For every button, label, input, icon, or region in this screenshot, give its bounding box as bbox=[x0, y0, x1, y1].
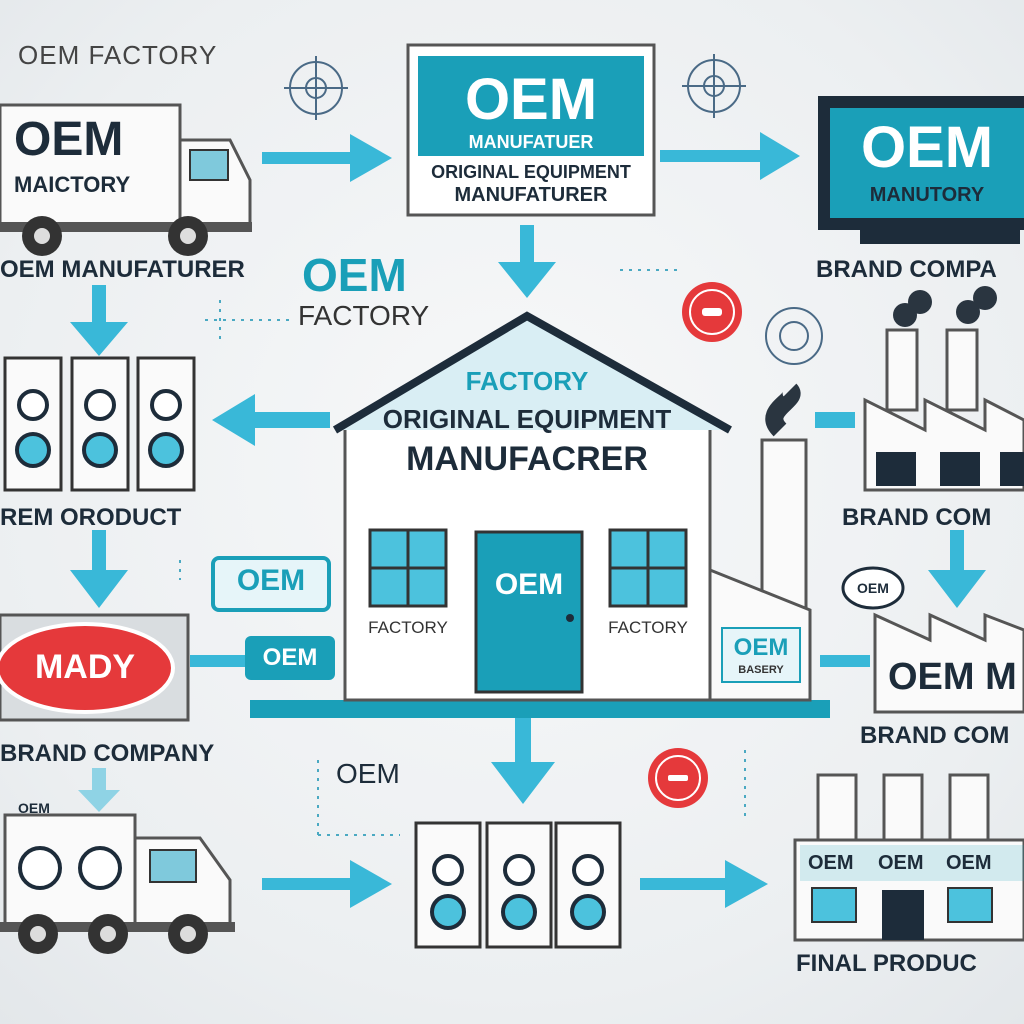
target-icon bbox=[765, 307, 823, 365]
center-sign bbox=[406, 43, 656, 217]
factory-right-mid bbox=[873, 612, 1024, 714]
monitor bbox=[818, 96, 1024, 244]
monitor-caption: BRAND COMPA bbox=[816, 256, 997, 283]
truck-top-sub: MAICTORY bbox=[14, 172, 131, 197]
monitor-sub: MANUTORY bbox=[869, 184, 985, 206]
dotted-guides bbox=[179, 269, 746, 836]
house-line2: ORIGINAL EQUIPMENT bbox=[382, 404, 672, 434]
left-small-oem-label: OEM bbox=[336, 758, 400, 789]
washing-machines-left bbox=[3, 356, 196, 492]
center-sign-line1: MANUFATUER bbox=[468, 132, 594, 152]
final-label-2: OEM bbox=[878, 852, 924, 874]
left-product-caption: REM ORODUCT bbox=[0, 504, 182, 531]
mid-label-sub: FACTORY bbox=[298, 300, 430, 331]
house-right-window-label: FACTORY bbox=[608, 618, 688, 637]
left-oem-badge-small: OEM bbox=[262, 644, 318, 671]
mady-sign-text: MADY bbox=[34, 648, 136, 686]
delivery-truck-top bbox=[0, 103, 252, 256]
final-label-1: OEM bbox=[808, 852, 854, 874]
arrow-down-center-bottom bbox=[491, 718, 555, 804]
mid-label-brand: OEM bbox=[302, 249, 407, 301]
arrow-connector-left bbox=[190, 655, 255, 667]
arrow-left-2 bbox=[815, 412, 855, 428]
red-badge-icon bbox=[682, 282, 742, 342]
arrow-connector-right bbox=[820, 655, 870, 667]
arrow-down-right-1 bbox=[928, 530, 986, 608]
truck-top-brand: OEM bbox=[14, 113, 124, 166]
final-label-3: OEM bbox=[946, 852, 992, 874]
center-sign-line3: MANUFATURER bbox=[454, 184, 608, 206]
round-oem-badge bbox=[841, 566, 905, 610]
arrow-right-bottom-2 bbox=[640, 860, 768, 908]
house-side-tag: OEM bbox=[733, 634, 789, 661]
truck-top-caption: OEM MANUFATURER bbox=[0, 256, 245, 283]
arrow-right-bottom-1 bbox=[262, 860, 392, 908]
delivery-truck-bottom bbox=[0, 813, 235, 954]
left-oem-badge: OEM bbox=[236, 564, 306, 597]
final-factory bbox=[793, 773, 1024, 942]
red-badge-icon bbox=[648, 748, 708, 808]
arrow-down-left-3 bbox=[78, 768, 120, 812]
left-brand-caption: BRAND COMPANY bbox=[0, 740, 215, 767]
round-oem-badge-text: OEM bbox=[857, 580, 889, 596]
arrow-right-2 bbox=[660, 132, 800, 180]
right-caption-2: BRAND COM bbox=[860, 722, 1010, 749]
final-caption: FINAL PRODUC bbox=[796, 950, 977, 977]
right-factory-sign: OEM M bbox=[888, 656, 1017, 698]
arrow-down-left-2 bbox=[70, 530, 128, 608]
monitor-brand: OEM bbox=[860, 115, 994, 180]
right-caption-1: BRAND COM bbox=[842, 504, 992, 531]
arrow-down-center-top bbox=[498, 225, 556, 298]
factory-house bbox=[250, 311, 830, 718]
gear-target-icon bbox=[284, 56, 348, 120]
washing-machines-center bbox=[414, 821, 622, 949]
center-sign-line2: ORIGINAL EQUIPMENT bbox=[431, 162, 631, 182]
truck-bottom-tag: OEM bbox=[18, 800, 50, 816]
house-line1: FACTORY bbox=[465, 366, 589, 396]
house-door-label: OEM bbox=[494, 568, 564, 601]
house-line3: MANUFACRER bbox=[406, 440, 648, 478]
house-left-window-label: FACTORY bbox=[368, 618, 448, 637]
factory-right-top bbox=[863, 286, 1024, 492]
header-title: OEM FACTORY bbox=[18, 40, 218, 70]
center-sign-brand: OEM bbox=[464, 67, 598, 132]
house-side-tag-sub: BASERY bbox=[738, 664, 784, 676]
arrow-right-1 bbox=[262, 134, 392, 182]
flow-arrows bbox=[70, 132, 986, 908]
oem-badge-group bbox=[211, 556, 335, 680]
arrow-left-1 bbox=[212, 394, 330, 446]
mady-sign bbox=[0, 613, 190, 722]
gear-target-icon bbox=[682, 54, 746, 118]
arrow-down-left-1 bbox=[70, 285, 128, 356]
